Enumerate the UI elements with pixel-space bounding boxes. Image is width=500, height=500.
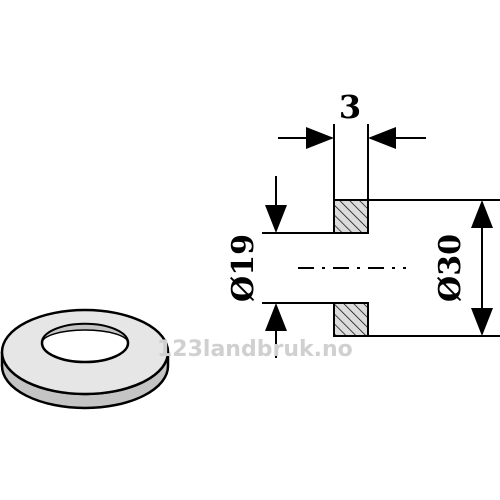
arrow-right-icon [306, 127, 334, 149]
cross-section [298, 199, 406, 337]
inner-diameter-dimension: Ø19 [226, 176, 334, 358]
arrow-up-icon [471, 200, 493, 228]
arrow-down-icon [471, 308, 493, 336]
thickness-label: 3 [339, 88, 361, 126]
arrow-left-icon [368, 127, 396, 149]
section-hatch-bottom [333, 302, 369, 337]
outer-diameter-label: Ø30 [433, 234, 468, 302]
washer-hole-wall [41, 323, 129, 344]
arrow-up-icon [265, 303, 287, 331]
arrow-down-icon [265, 205, 287, 233]
washer-3d-illustration [0, 308, 170, 410]
inner-diameter-label: Ø19 [226, 234, 261, 302]
watermark-text: 123landbruk.no [157, 337, 353, 362]
section-hatch-top [333, 199, 369, 234]
outer-diameter-dimension: Ø30 [368, 199, 500, 337]
thickness-dimension: 3 [278, 88, 426, 200]
